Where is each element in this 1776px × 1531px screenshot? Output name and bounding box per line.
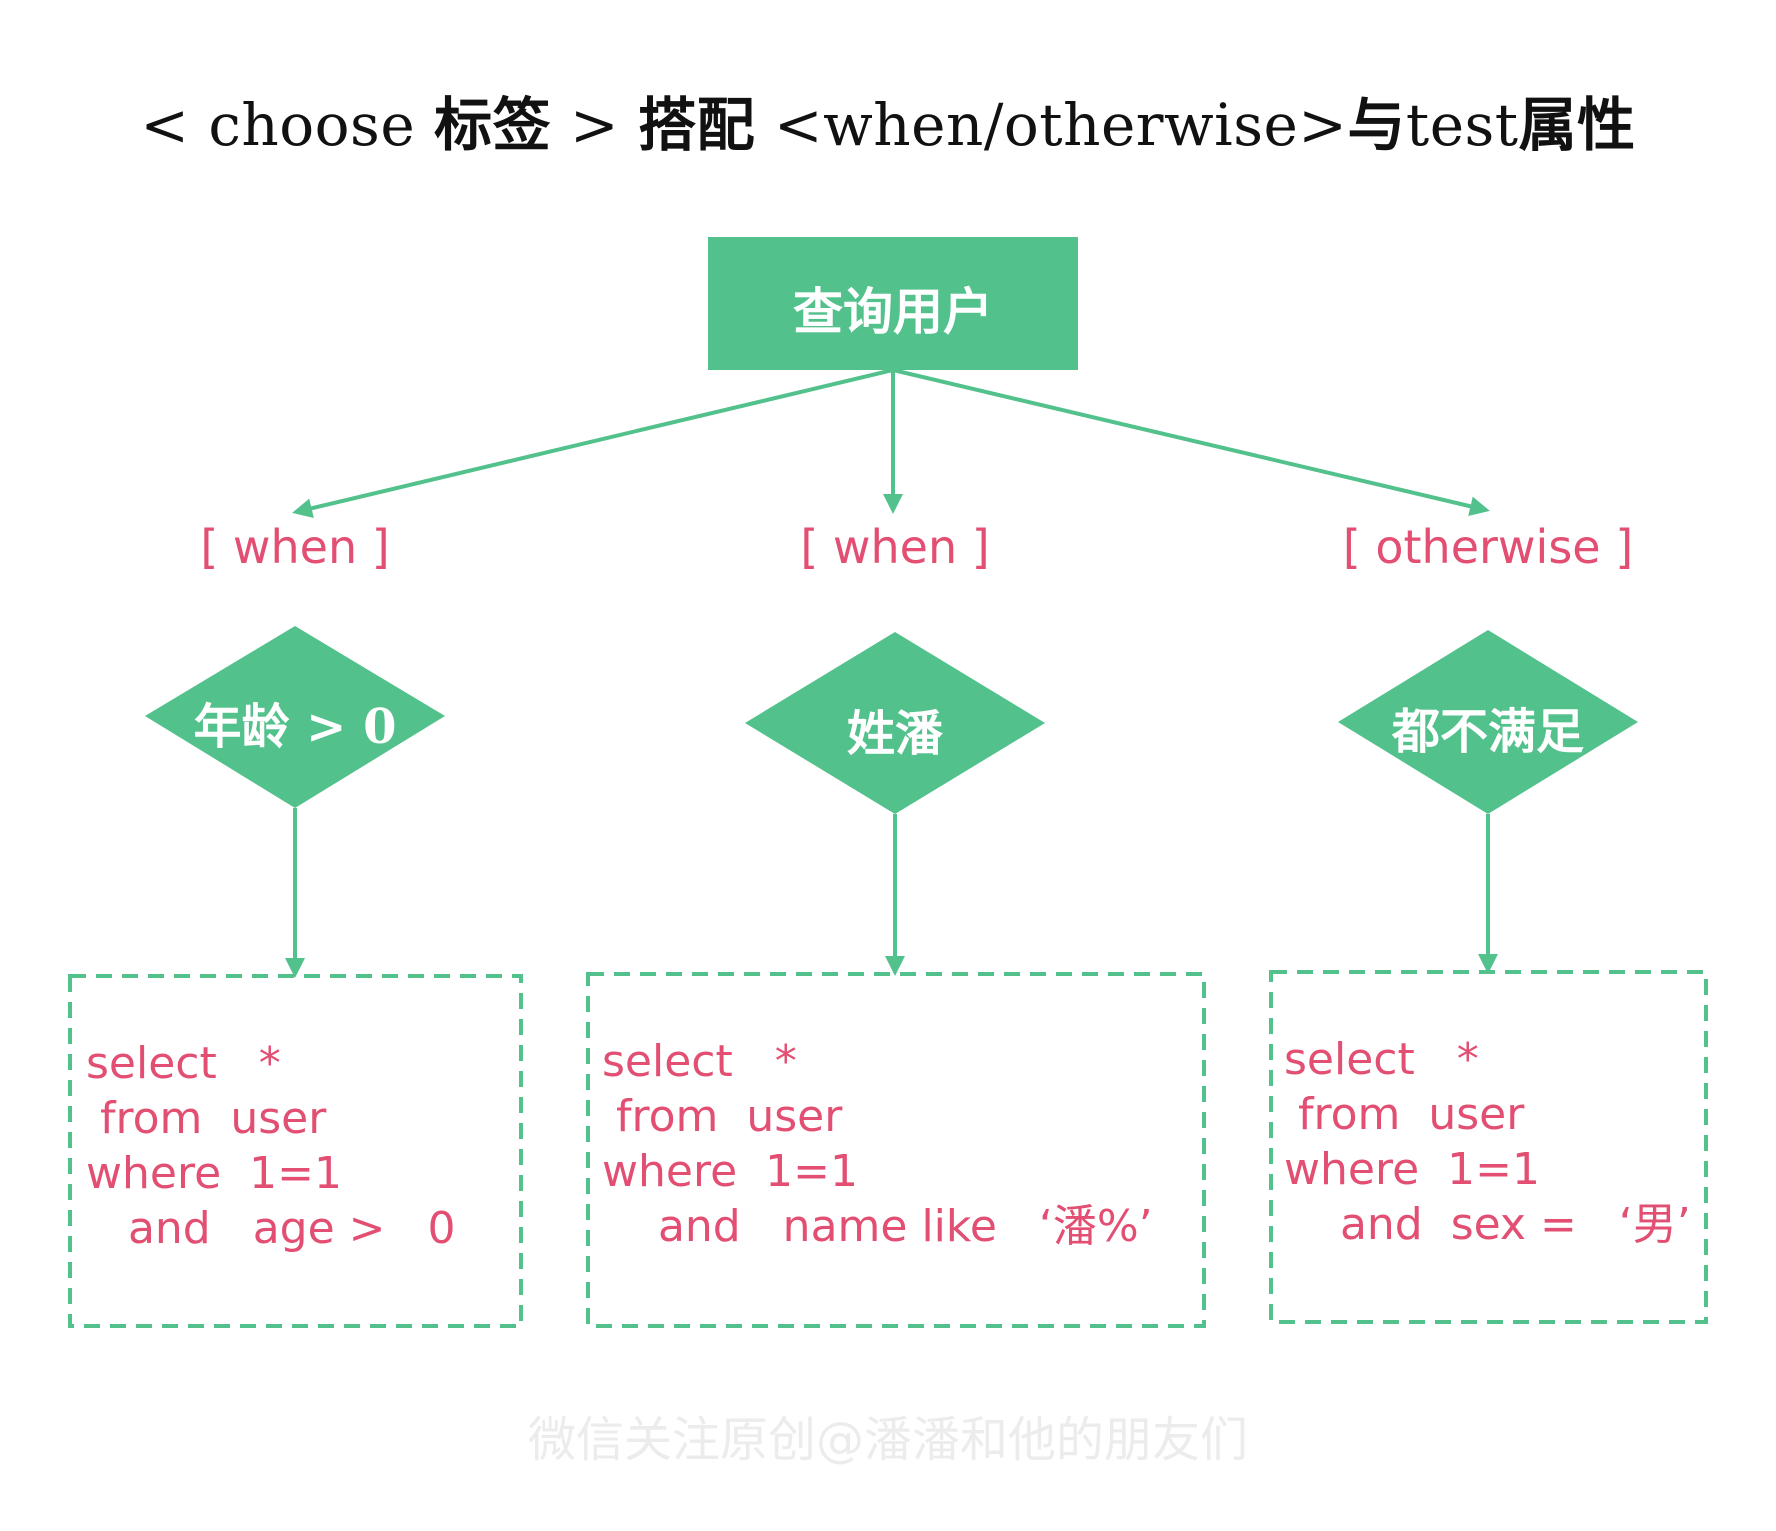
condition-diamond-3 — [1338, 630, 1638, 814]
diagram-title: < choose 标签 > 搭配 <when/otherwise>与test属性 — [0, 78, 1776, 162]
branch-label-otherwise: [ otherwise ] — [1342, 520, 1634, 574]
sql-box-1 — [68, 974, 523, 1328]
sql-3-line-and: and sex = ‘男’ — [1284, 1199, 1691, 1250]
sql-2-line-where: where 1=1 — [602, 1146, 858, 1197]
sql-3-line-from: from user — [1284, 1089, 1525, 1140]
root-node-label: 查询用户 — [793, 282, 993, 341]
sql-1-line-from: from user — [86, 1093, 327, 1144]
sql-2-line-from: from user — [602, 1091, 843, 1142]
edge-root-to-otherwise — [892, 368, 1490, 517]
title-text-close: > — [551, 91, 639, 159]
sql-3-line-where: where 1=1 — [1284, 1144, 1540, 1195]
sql-3-line-select: select * — [1284, 1034, 1479, 1085]
sql-2-line-select: select * — [602, 1036, 797, 1087]
title-text-test: test — [1405, 91, 1519, 159]
sql-1-line-and: and age > 0 — [86, 1203, 456, 1254]
edge-root-to-when-1 — [292, 368, 894, 519]
sql-2-line-and: and name like ‘潘%’ — [602, 1201, 1153, 1252]
watermark-text: 微信关注原创@潘潘和他的朋友们 — [527, 1412, 1248, 1468]
condition-label-1: 年龄 > 0 — [193, 699, 397, 755]
title-text-attribute: 属性 — [1518, 91, 1636, 159]
sql-1-line-where: where 1=1 — [86, 1148, 342, 1199]
branch-label-when-2: [ when ] — [800, 520, 990, 574]
root-node — [708, 237, 1078, 370]
branch-label-when-1: [ when ] — [200, 520, 390, 574]
sql-box-3 — [1269, 970, 1708, 1324]
condition-diamond-1 — [145, 626, 445, 808]
title-text-tag: 标签 — [434, 91, 552, 159]
condition-label-2: 姓潘 — [846, 706, 943, 762]
condition-label-3: 都不满足 — [1391, 704, 1584, 760]
title-text-and: 与 — [1347, 91, 1406, 159]
sql-box-2 — [586, 972, 1206, 1328]
title-text-with: 搭配 — [638, 91, 756, 159]
title-text-when-otherwise: <when/otherwise> — [755, 91, 1348, 159]
sql-1-line-select: select * — [86, 1038, 281, 1089]
condition-diamond-2 — [745, 632, 1045, 814]
title-text-choose: < choose — [140, 91, 435, 159]
